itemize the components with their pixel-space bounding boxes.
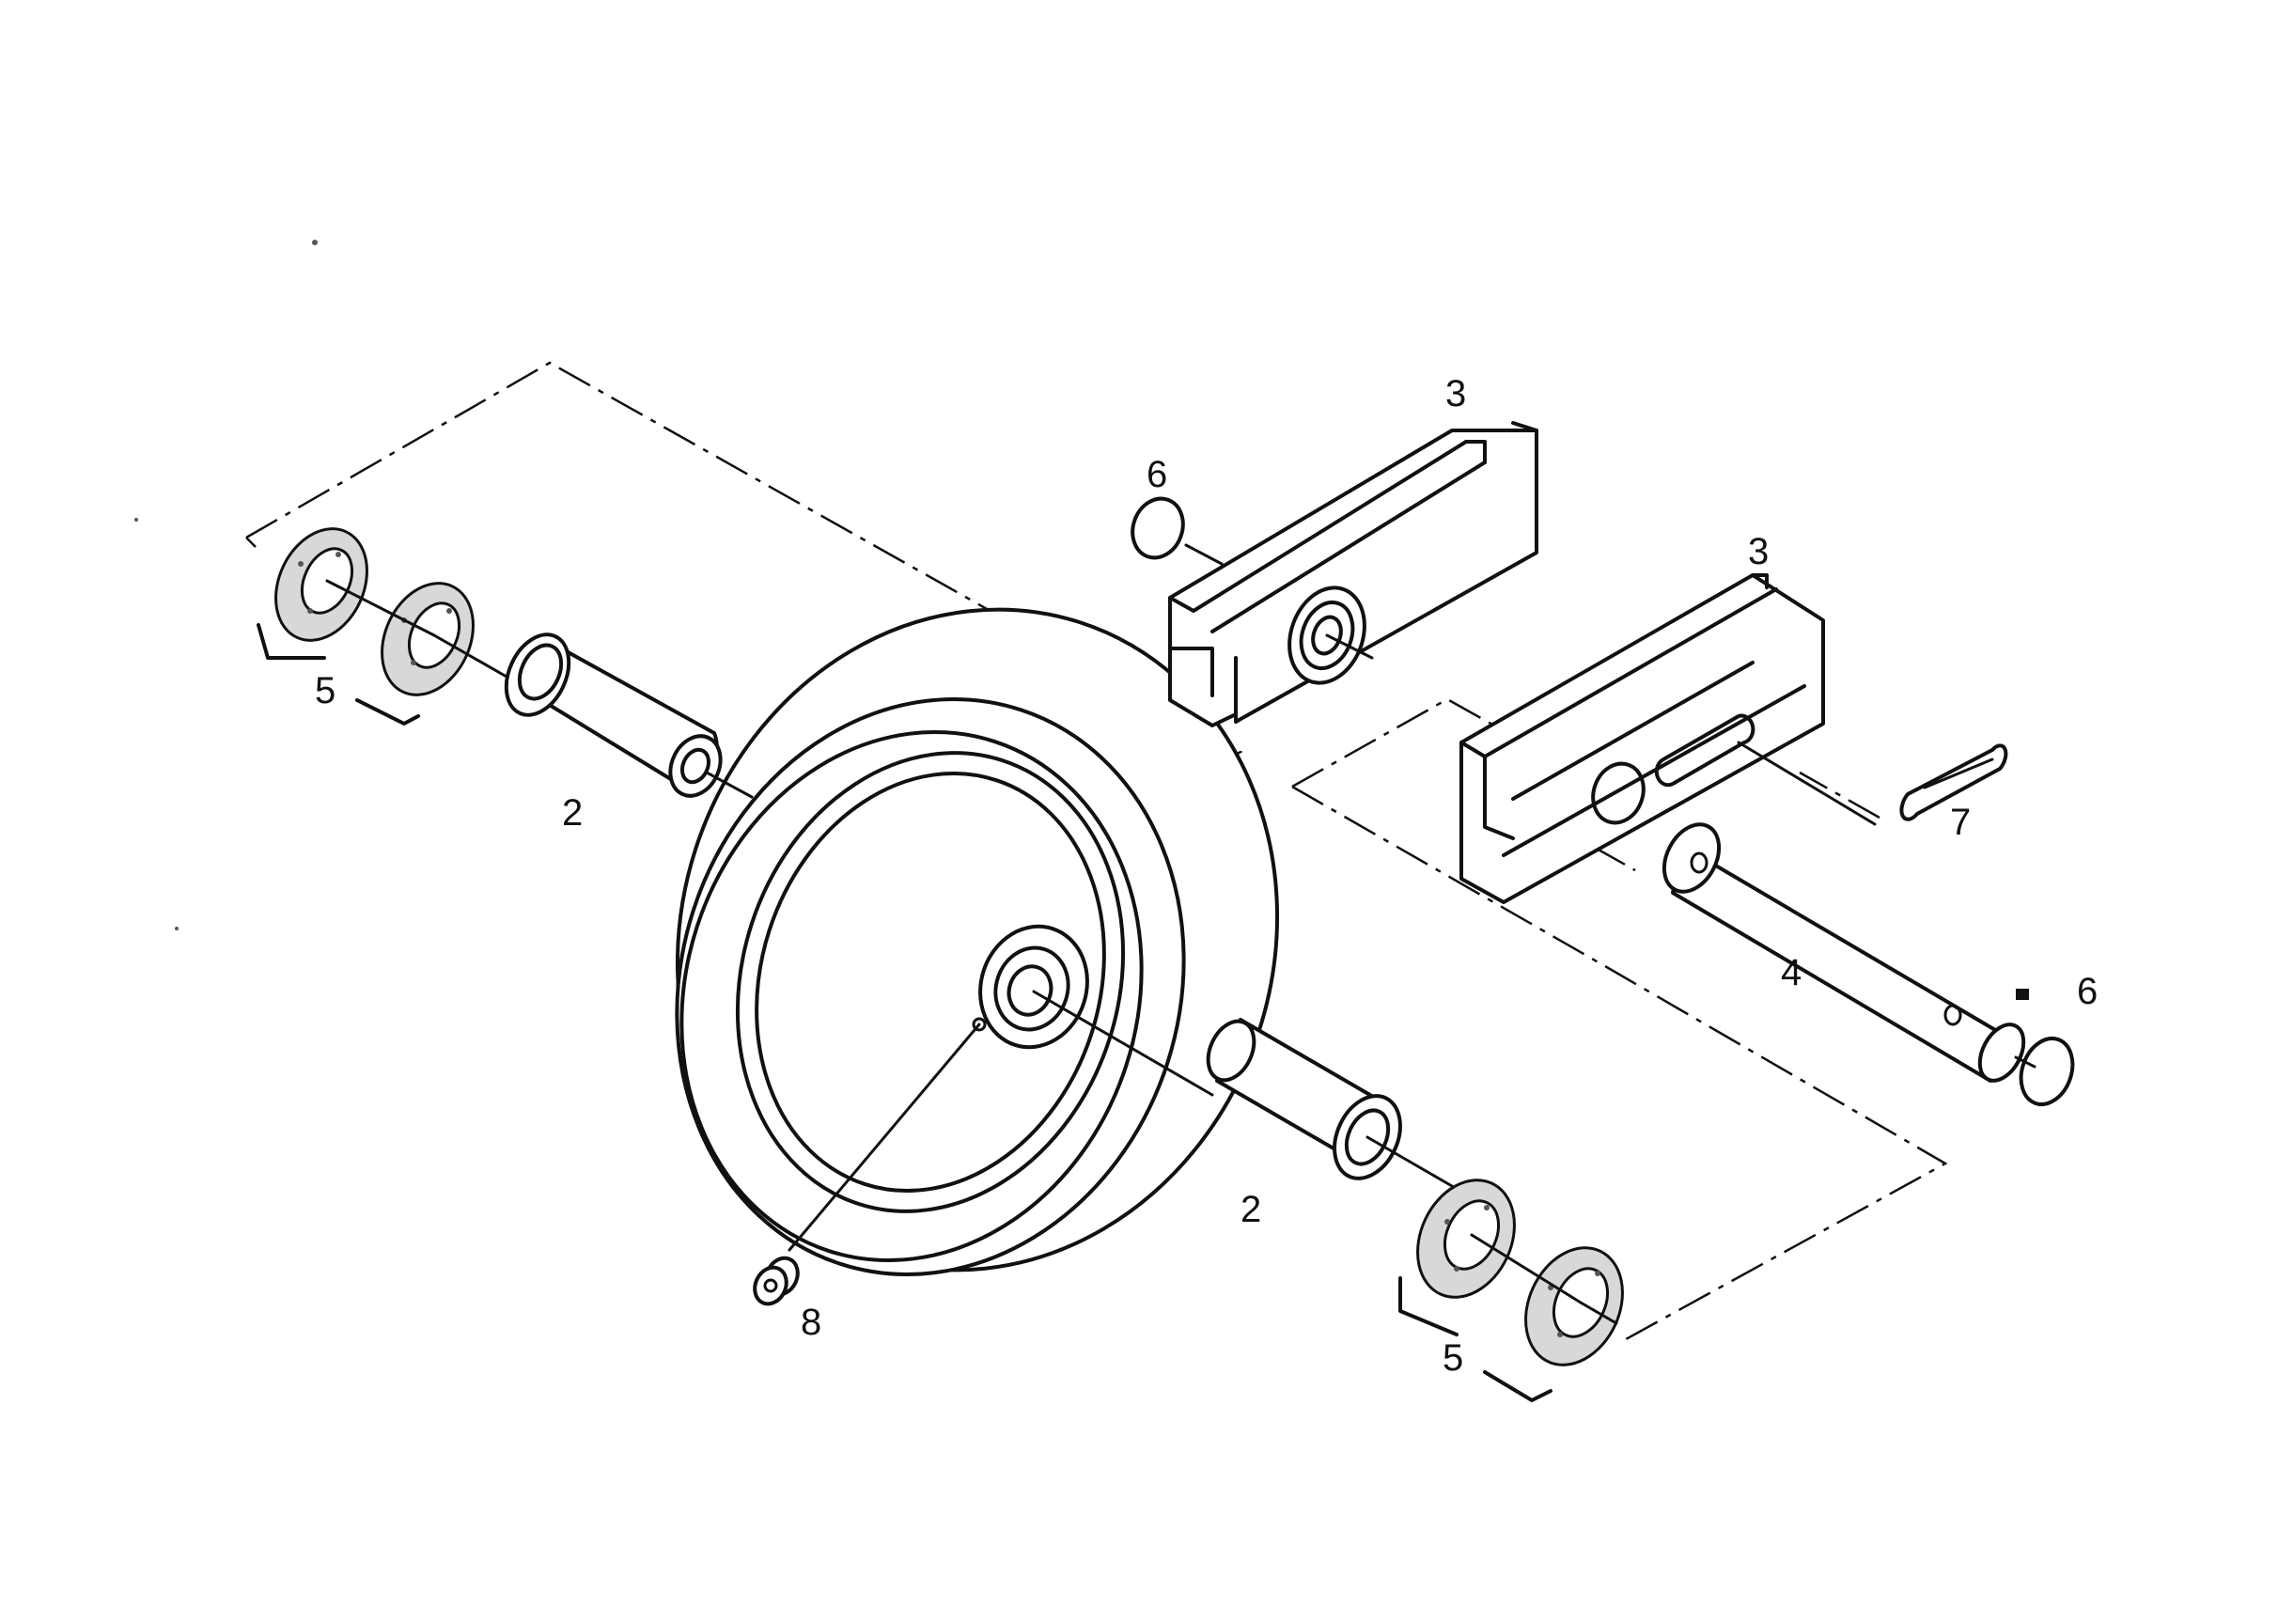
plug <box>753 1256 800 1306</box>
bushing-right <box>1206 1018 1454 1188</box>
seal-group-right <box>1398 1179 1624 1402</box>
callout-bracket-lower: 3 <box>1748 531 1769 572</box>
callout-bushing-left: 2 <box>562 792 583 834</box>
callout-shaft: 4 <box>1781 952 1802 993</box>
bracket-upper <box>1131 421 1538 727</box>
callout-oring-upper: 6 <box>1147 454 1167 495</box>
bracket-lower <box>1459 573 1877 904</box>
callout-pin: 7 <box>1950 802 1971 843</box>
callout-bracket-upper: 3 <box>1445 373 1466 414</box>
callout-plug: 8 <box>801 1302 821 1343</box>
callout-seal-group-right: 5 <box>1443 1337 1463 1379</box>
callout-seal-group-left: 5 <box>315 670 335 711</box>
callout-oring-right: 6 <box>2077 971 2098 1012</box>
seal-group-left <box>257 527 528 726</box>
callout-labels: 2 2 3 3 4 5 5 6 6 7 8 <box>315 373 2098 1379</box>
scan-specks <box>134 240 318 930</box>
bushing-left <box>504 632 754 799</box>
idler-wheel <box>675 607 1280 1276</box>
callout-bushing-right: 2 <box>1240 1189 1261 1230</box>
pin <box>1899 743 2008 821</box>
shaft <box>1662 822 2075 1106</box>
